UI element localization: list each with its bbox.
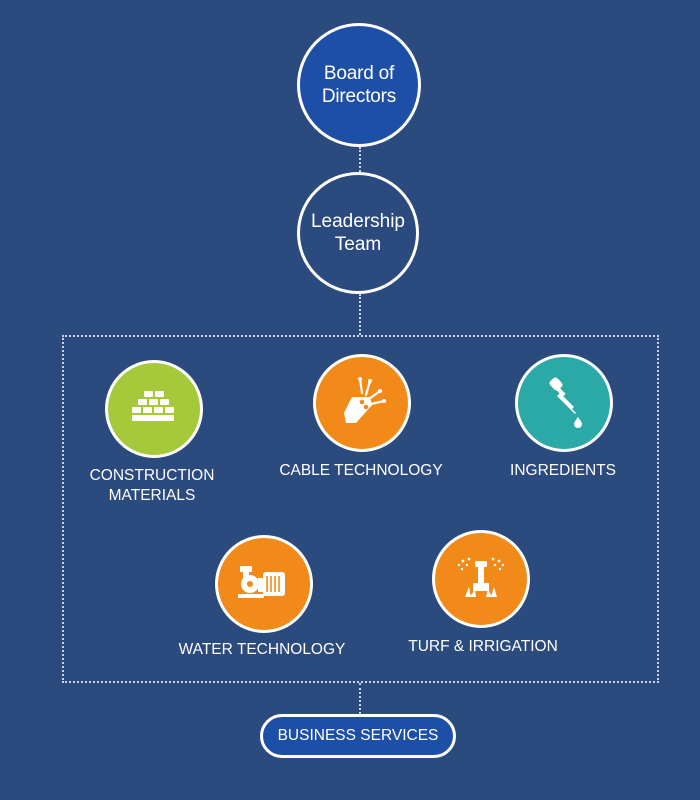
business-services-node: BUSINESS SERVICES (260, 714, 456, 758)
turf-label-line1: TURF & IRRIGATION (408, 638, 558, 655)
water-technology-node (215, 535, 313, 633)
leadership-team-node: Leadership Team (297, 172, 419, 294)
ingredients-node (515, 354, 613, 452)
leadership-label-line1: Leadership (310, 211, 406, 232)
connector-leadership-group (359, 294, 361, 335)
cable-icon (332, 371, 392, 436)
water-technology-label: WATER TECHNOLOGY (179, 640, 346, 660)
turf-irrigation-label: TURF & IRRIGATION (408, 637, 558, 657)
business-services-label: BUSINESS SERVICES (277, 727, 439, 744)
connector-board-leadership (359, 147, 361, 172)
turf-irrigation-node (432, 530, 530, 628)
ingredients-label: INGREDIENTS (510, 461, 616, 481)
dropper-icon (534, 371, 594, 436)
pump-icon (234, 552, 294, 617)
sprinkler-icon (451, 547, 511, 612)
cable-label-line1: CABLE TECHNOLOGY (279, 462, 443, 479)
leadership-label-line2: Team (334, 234, 382, 255)
ingredients-label-line1: INGREDIENTS (510, 462, 616, 479)
divisions-group-box (62, 335, 659, 683)
connector-group-services (359, 683, 361, 714)
board-label-line2: Directors (321, 86, 397, 107)
cable-technology-label: CABLE TECHNOLOGY (279, 461, 442, 481)
construction-materials-node (105, 360, 203, 458)
board-of-directors-node: Board of Directors (297, 23, 421, 147)
construction-label-line1: CONSTRUCTION (89, 467, 215, 484)
board-label-line1: Board of (323, 63, 395, 84)
bricks-icon (124, 377, 184, 442)
construction-materials-label: CONSTRUCTION MATERIALS (90, 466, 215, 506)
water-label-line1: WATER TECHNOLOGY (178, 641, 346, 658)
cable-technology-node (313, 354, 411, 452)
construction-label-line2: MATERIALS (108, 487, 196, 504)
